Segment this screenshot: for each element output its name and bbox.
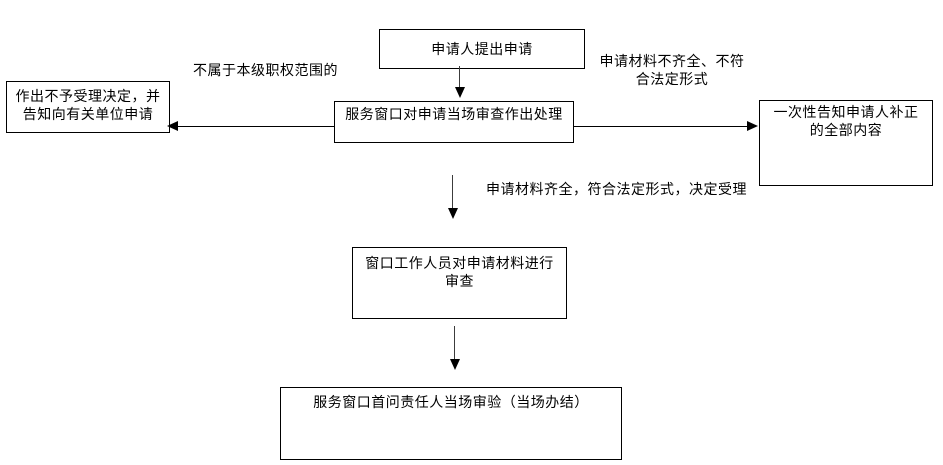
edge-label-not-in-jurisdiction: 不属于本级职权范围的 <box>193 63 338 79</box>
arrow-line <box>178 126 334 127</box>
node-label: 服务窗口首问责任人当场审验（当场办结） <box>313 395 589 411</box>
node-label-line2: 审查 <box>445 274 474 290</box>
node-window-staff-review-materials: 窗口工作人员对申请材料进行 审查 <box>352 247 567 319</box>
arrow-head-right-icon <box>747 121 758 131</box>
node-label-line1: 窗口工作人员对申请材料进行 <box>365 256 554 272</box>
node-label: 申请人提出申请 <box>431 42 533 58</box>
arrow-head-down-icon <box>448 208 458 219</box>
node-service-window-onsite-review: 服务窗口对申请当场审查作出处理 <box>334 101 574 143</box>
arrow-line <box>452 175 453 209</box>
arrow-head-down-icon <box>450 359 460 370</box>
arrow-head-down-icon <box>455 87 465 98</box>
edge-label-materials-incomplete: 申请材料不齐全、不符 合法定形式 <box>596 53 748 89</box>
edge-label-line1: 申请材料不齐全、不符 <box>599 54 745 70</box>
node-reject-decision-notify-other-unit: 作出不予受理决定，并 告知向有关单位申请 <box>6 81 170 133</box>
node-first-inquiry-onsite-verification: 服务窗口首问责任人当场审验（当场办结） <box>280 387 622 460</box>
node-label-line2: 的全部内容 <box>809 123 883 139</box>
node-applicant-submits-application: 申请人提出申请 <box>379 29 585 69</box>
arrow-line <box>574 126 747 127</box>
node-onetime-notify-corrections: 一次性告知申请人补正 的全部内容 <box>759 100 933 186</box>
edge-label-line2: 合法定形式 <box>635 72 709 88</box>
arrow-line <box>459 66 460 88</box>
node-label-line2: 告知向有关单位申请 <box>22 107 154 123</box>
node-label-line1: 作出不予受理决定，并 <box>15 89 161 105</box>
arrow-head-left-icon <box>167 121 178 131</box>
node-label: 服务窗口对申请当场审查作出处理 <box>345 107 563 123</box>
node-label-line1: 一次性告知申请人补正 <box>773 105 919 121</box>
edge-label-materials-complete-accept: 申请材料齐全，符合法定形式，决定受理 <box>486 182 747 198</box>
arrow-line <box>454 326 455 360</box>
